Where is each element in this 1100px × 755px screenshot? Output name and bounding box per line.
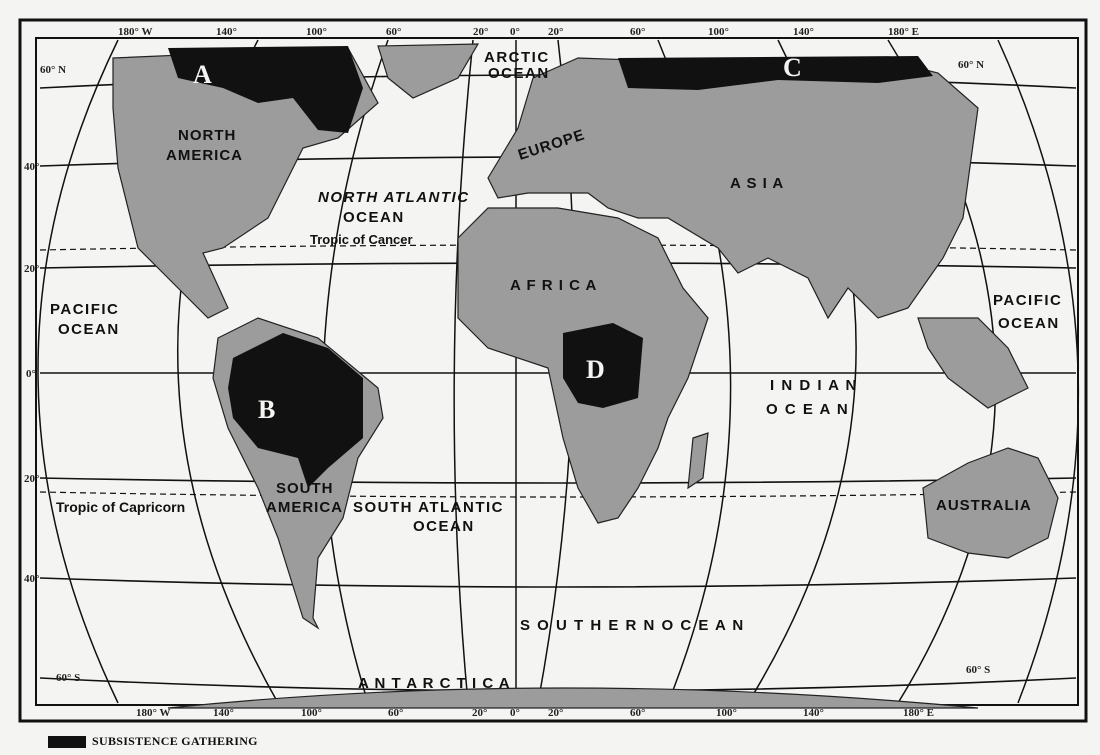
label-indian-2: O C E A N	[766, 401, 849, 418]
label-north-america-1: NORTH	[178, 127, 236, 144]
region-b-shape	[228, 333, 363, 488]
label-africa: A F R I C A	[510, 277, 597, 294]
lat-left-4: 20°	[24, 473, 39, 485]
lon-bot-6: 20°	[548, 707, 563, 719]
label-north-america-2: AMERICA	[166, 147, 243, 164]
latitude-labels: 60° N 40° 20° 0° 20° 40° 60° S 60° N 60°…	[24, 59, 990, 684]
label-antarctica: A N T A R C T I C A	[358, 675, 511, 692]
lon-bot-5: 0°	[510, 707, 520, 719]
lon-top-3: 60°	[386, 26, 401, 38]
region-c-label: C	[783, 53, 802, 82]
greenland-shape	[377, 43, 480, 99]
label-pacific-west-2: OCEAN	[58, 321, 120, 338]
region-c-shape	[618, 56, 933, 90]
world-map: A B C D NORTH AMERICA SOUTH AMERICA EURO…	[18, 18, 1088, 723]
lon-top-1: 140°	[216, 26, 237, 38]
label-south-atlantic-2: OCEAN	[413, 518, 475, 535]
lat-left-1: 40°	[24, 161, 39, 173]
label-tropic-capricorn: Tropic of Capricorn	[56, 499, 185, 515]
lat-left-5: 40°	[24, 573, 39, 585]
lat-left-2: 20°	[24, 263, 39, 275]
lon-bot-2: 100°	[301, 707, 322, 719]
lon-top-2: 100°	[306, 26, 327, 38]
lon-top-0: 180° W	[118, 26, 152, 38]
label-north-atlantic-1: NORTH ATLANTIC	[318, 189, 470, 206]
label-arctic-1: ARCTIC	[484, 49, 550, 66]
lon-bot-10: 180° E	[903, 707, 934, 719]
label-south-atlantic-1: SOUTH ATLANTIC	[353, 499, 504, 516]
region-a-shape	[168, 46, 363, 133]
lon-bot-7: 60°	[630, 707, 645, 719]
label-indian-1: I N D I A N	[770, 377, 858, 394]
outer-frame	[18, 18, 1088, 723]
lon-top-6: 20°	[548, 26, 563, 38]
region-a-label: A	[193, 60, 212, 89]
longitude-labels-top: 180° W 140° 100° 60° 20° 0° 20° 60° 100°…	[118, 26, 919, 38]
legend-swatch	[48, 735, 86, 748]
lat-right-0: 60° N	[958, 59, 984, 71]
lon-top-10: 180° E	[888, 26, 919, 38]
label-pacific-east-1: PACIFIC	[993, 292, 1062, 309]
lon-bot-8: 100°	[716, 707, 737, 719]
label-south-america-1: SOUTH	[276, 480, 334, 497]
antarctica-shape	[167, 687, 979, 709]
label-asia: A S I A	[730, 175, 784, 192]
lon-bot-0: 180° W	[136, 707, 170, 719]
lon-top-4: 20°	[473, 26, 488, 38]
region-d-label: D	[586, 355, 605, 384]
label-pacific-east-2: OCEAN	[998, 315, 1060, 332]
lon-top-8: 100°	[708, 26, 729, 38]
label-australia: AUSTRALIA	[936, 497, 1032, 514]
lon-bot-3: 60°	[388, 707, 403, 719]
label-tropic-cancer: Tropic of Cancer	[310, 232, 413, 247]
map-svg: A B C D NORTH AMERICA SOUTH AMERICA EURO…	[18, 18, 1088, 723]
lat-right-1: 60° S	[966, 664, 990, 676]
region-d-shape	[563, 323, 643, 408]
australia-shape	[922, 447, 1059, 559]
lon-bot-9: 140°	[803, 707, 824, 719]
legend: SUBSISTENCE GATHERING	[48, 734, 258, 749]
lon-top-5: 0°	[510, 26, 520, 38]
subsistence-regions	[168, 46, 933, 488]
madagascar-shape	[687, 432, 709, 490]
lon-top-9: 140°	[793, 26, 814, 38]
label-southern-ocean: S O U T H E R N O C E A N	[520, 617, 745, 634]
label-pacific-west-1: PACIFIC	[50, 301, 119, 318]
lat-left-3: 0°	[26, 368, 36, 380]
lat-left-0: 60° N	[40, 64, 66, 76]
label-north-atlantic-2: OCEAN	[343, 209, 405, 226]
label-south-america-2: AMERICA	[266, 499, 343, 516]
lon-top-7: 60°	[630, 26, 645, 38]
lon-bot-4: 20°	[472, 707, 487, 719]
longitude-labels-bottom: 180° W 140° 100° 60° 20° 0° 20° 60° 100°…	[136, 707, 934, 719]
label-arctic-2: OCEAN	[488, 65, 550, 82]
southeast-asia-shape	[917, 317, 1029, 409]
legend-label: SUBSISTENCE GATHERING	[92, 734, 258, 748]
region-b-label: B	[258, 395, 275, 424]
lat-left-6: 60° S	[56, 672, 80, 684]
lon-bot-1: 140°	[213, 707, 234, 719]
